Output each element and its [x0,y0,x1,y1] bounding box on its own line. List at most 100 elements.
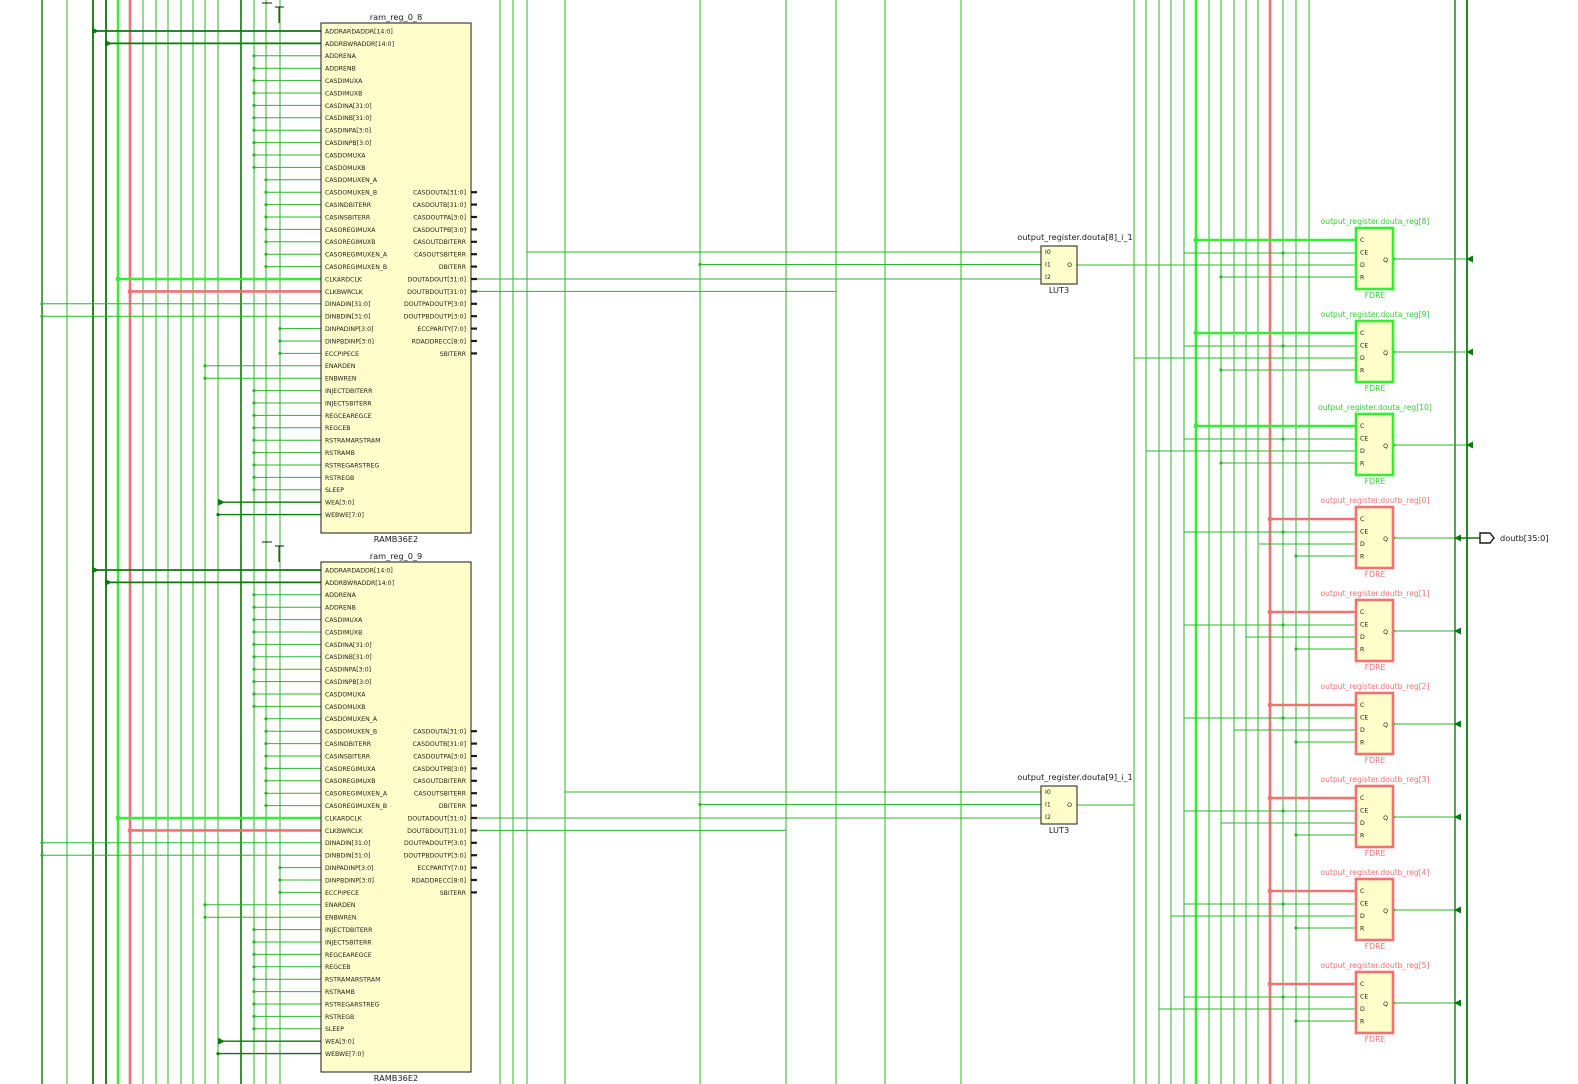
ram-input-pin: CASDOMUXA [325,691,366,698]
lut-output-pin: O [1067,262,1072,269]
flip-flop-title: output_register.doutb_reg[4] [1321,868,1430,877]
ram-input-pin: CLKARDCLK [325,815,363,822]
flip-flop-input-pin: R [1360,461,1365,468]
ram-input-pin: ADDRENA [325,592,357,599]
junction-dot [264,766,268,771]
flip-flop-body [1354,412,1395,477]
ram-output-pin: DOUTPBDOUTP[3:0] [404,314,466,321]
junction-dot [252,103,256,107]
output-port-doutb[interactable]: doutb[35:0] [1479,532,1549,544]
flip-flop-input-pin: CE [1360,715,1368,722]
arrow-head [1466,441,1473,449]
junction-dot [252,91,256,95]
lut-input-pin: I1 [1045,262,1051,269]
junction-dot [1267,609,1273,615]
ram-output-pin: SBITERR [440,890,467,897]
junction-dot [264,754,268,758]
junction-dot [1267,888,1273,894]
arrow-head [105,39,112,47]
ram-cell-ram-reg-0-9[interactable]: ram_reg_0_9RAMB36E2ADDRARDADDR[14:0]ADDR… [320,551,472,1083]
ram-output-pin: ECCPARITY[7:0] [417,326,466,333]
lut-input-wire [477,277,1042,280]
ram-input-pin: CASDINPA[3:0] [325,667,371,674]
ram-input-pin: CASDINB[31:0] [325,115,372,122]
flip-flop-input-pin: R [1360,926,1365,933]
junction-dot [252,605,256,609]
ram-input-pin: DINPADINP[3:0] [325,865,374,872]
flip-flop-output-pin: Q [1383,257,1388,264]
ram-input-pin: CASDINA[31:0] [325,103,372,110]
junction-dot [278,890,282,895]
junction-dot [252,1002,256,1006]
junction-dot [203,915,207,919]
ram-input-pin: ENARDEN [325,363,356,370]
junction-dot [252,940,256,944]
junction-dot [1267,702,1273,708]
flip-flop-input-pin: CE [1360,994,1368,1001]
flip-flop-input-pin: C [1360,516,1364,523]
ram-input-pin: CASOREGIMUXA [325,227,376,234]
flip-flop-input-pin: D [1360,634,1365,641]
lut-cell-title: output_register.douta[8]_i_1 [1017,232,1132,242]
ram-cell-title: ram_reg_0_8 [370,12,422,22]
junction-dot [1294,833,1298,837]
ram-cell-ram-reg-0-8[interactable]: ram_reg_0_8RAMB36E2ADDRARDADDR[14:0]ADDR… [320,12,472,544]
flip-flop-output-pin: Q [1383,815,1388,822]
ram-input-pin: CASINDBITERR [325,741,372,748]
ram-input-pin: ADDRARDADDR[14:0] [325,567,393,574]
ram-output-pin: CASOUTDBITERR [413,239,466,246]
junction-dot [1193,330,1199,336]
ram-output-pin: CASDOUTPB[3:0] [413,227,466,234]
flip-flop-column: output_register.douta_reg[8]FDRECCEDRQou… [1318,217,1432,1044]
ram-input-pin: REGCEB [325,425,350,432]
ram-input-pin: RSTRAMB [325,450,355,457]
junction-dot [264,265,268,269]
junction-dot [252,116,256,120]
ram-output-pin: DOUTADOUT[31:0] [408,276,466,283]
flip-flop-input-pin: CE [1360,808,1368,815]
ram-input-pin: RSTREGB [325,475,354,482]
junction-dot [252,401,256,405]
junction-dot [252,977,256,981]
junction-dot [264,190,268,194]
flip-flop-type: FDRE [1365,570,1386,579]
flip-flop-output-pin: Q [1383,443,1388,450]
flip-flop-input-pin: C [1360,795,1364,802]
junction-dot [40,314,44,318]
junction-dot [278,866,282,870]
junction-dot [1294,1019,1298,1023]
flip-flop-input-pin: D [1360,820,1365,827]
ram-input-pin: SLEEP [325,487,344,494]
junction-dot [252,593,256,597]
flip-flop-input-pin: C [1360,609,1364,616]
ram-input-pin: ENARDEN [325,902,356,909]
junction-dot [1294,647,1298,651]
flip-flop-output-pin: Q [1383,536,1388,543]
junction-dot [252,141,256,145]
junction-dot [252,655,256,659]
flip-flop-input-pin: CE [1360,901,1368,908]
ram-input-pin: RSTRAMARSTRAM [325,438,380,445]
ram-output-pin: DBITERR [439,803,467,810]
junction-dot [264,203,268,207]
junction-dot [252,488,256,492]
ram-input-pin: DINADIN[31:0] [325,301,370,308]
flip-flop-body [1354,877,1395,942]
junction-dot [252,165,256,169]
junction-dot [252,692,256,696]
ram-output-pin: RDADDRECC[8:0] [412,338,466,345]
ram-input-pin: CASOREGIMUXEN_A [325,791,388,798]
flip-flop-type: FDRE [1365,942,1386,951]
